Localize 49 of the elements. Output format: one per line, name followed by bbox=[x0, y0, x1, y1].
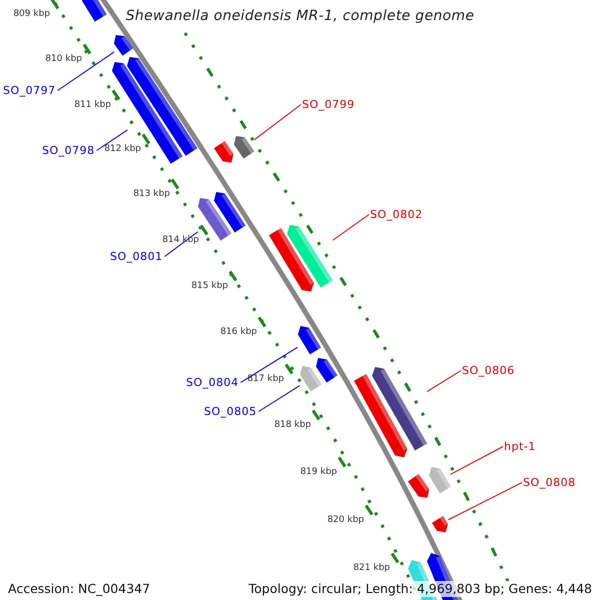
scale-label: 820 kbp bbox=[327, 515, 364, 526]
title: Shewanella oneidensis MR-1, complete genome bbox=[124, 8, 476, 24]
leader-line bbox=[448, 482, 522, 520]
scale-label: 809 kbp bbox=[13, 9, 50, 20]
leader-line bbox=[450, 446, 504, 475]
scale-label: 818 kbp bbox=[274, 420, 311, 431]
scale-label: 817 kbp bbox=[247, 374, 284, 385]
gene-label: SO_0805 bbox=[204, 405, 257, 418]
gene-bar bbox=[372, 367, 428, 450]
gene-label: SO_0797 bbox=[3, 84, 56, 97]
gene-bar bbox=[316, 358, 338, 383]
gene-label: SO_0804 bbox=[186, 376, 239, 389]
scale-label: 819 kbp bbox=[300, 467, 337, 478]
gene-label: hpt-1 bbox=[504, 440, 536, 453]
gene-bar bbox=[114, 35, 134, 56]
scale-label: 816 kbp bbox=[220, 327, 257, 338]
gene-label: SO_0808 bbox=[523, 476, 576, 489]
gene-bar bbox=[408, 474, 429, 498]
leader-line bbox=[258, 385, 300, 412]
gene-bar bbox=[127, 57, 198, 156]
gene-bar bbox=[287, 225, 333, 288]
scale-label: 811 kbp bbox=[74, 100, 111, 111]
gene-bar bbox=[214, 192, 246, 233]
leader-line bbox=[254, 104, 302, 140]
scale-label: 810 kbp bbox=[45, 54, 82, 65]
gene-bar bbox=[214, 141, 234, 163]
gene-label: SO_0798 bbox=[42, 144, 95, 157]
leader-line bbox=[240, 346, 298, 383]
gene-label: SO_0806 bbox=[462, 364, 515, 377]
gene-bar bbox=[268, 228, 314, 292]
gene-bar bbox=[428, 467, 451, 494]
gene-bar bbox=[198, 198, 232, 241]
gene-label: SO_0802 bbox=[370, 208, 423, 221]
gene-bar bbox=[82, 0, 107, 22]
scale-label: 813 kbp bbox=[133, 189, 170, 200]
gene-bar bbox=[354, 374, 408, 457]
leader-line bbox=[96, 129, 128, 151]
gene-bar bbox=[234, 136, 254, 159]
scale-label: 821 kbp bbox=[353, 563, 390, 574]
gene-bar bbox=[298, 326, 321, 354]
gene-bar bbox=[300, 366, 322, 392]
scale-label: 812 kbp bbox=[104, 144, 141, 155]
leader-line bbox=[426, 370, 462, 392]
scale-label: 815 kbp bbox=[191, 281, 228, 292]
gene-label: SO_0799 bbox=[302, 98, 355, 111]
gene-label: SO_0801 bbox=[110, 250, 163, 263]
gene-bar bbox=[432, 516, 448, 532]
leader-line bbox=[57, 51, 115, 91]
leader-line bbox=[332, 214, 370, 241]
